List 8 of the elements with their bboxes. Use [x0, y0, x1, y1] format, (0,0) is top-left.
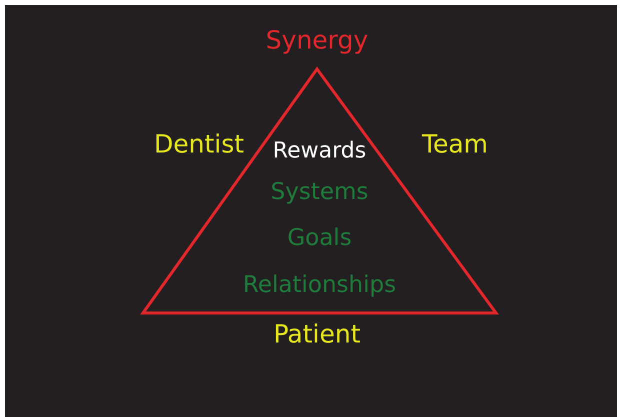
triangle-text: Goals — [287, 225, 352, 251]
triangle-text: Systems — [270, 179, 368, 205]
corner-label: Dentist — [154, 130, 244, 158]
triangle-text: Relationships — [242, 272, 396, 298]
corner-label: Synergy — [266, 26, 368, 54]
corner-label: Team — [422, 130, 488, 158]
corner-label: Patient — [273, 320, 361, 348]
triangle-text: Rewards — [272, 138, 366, 164]
